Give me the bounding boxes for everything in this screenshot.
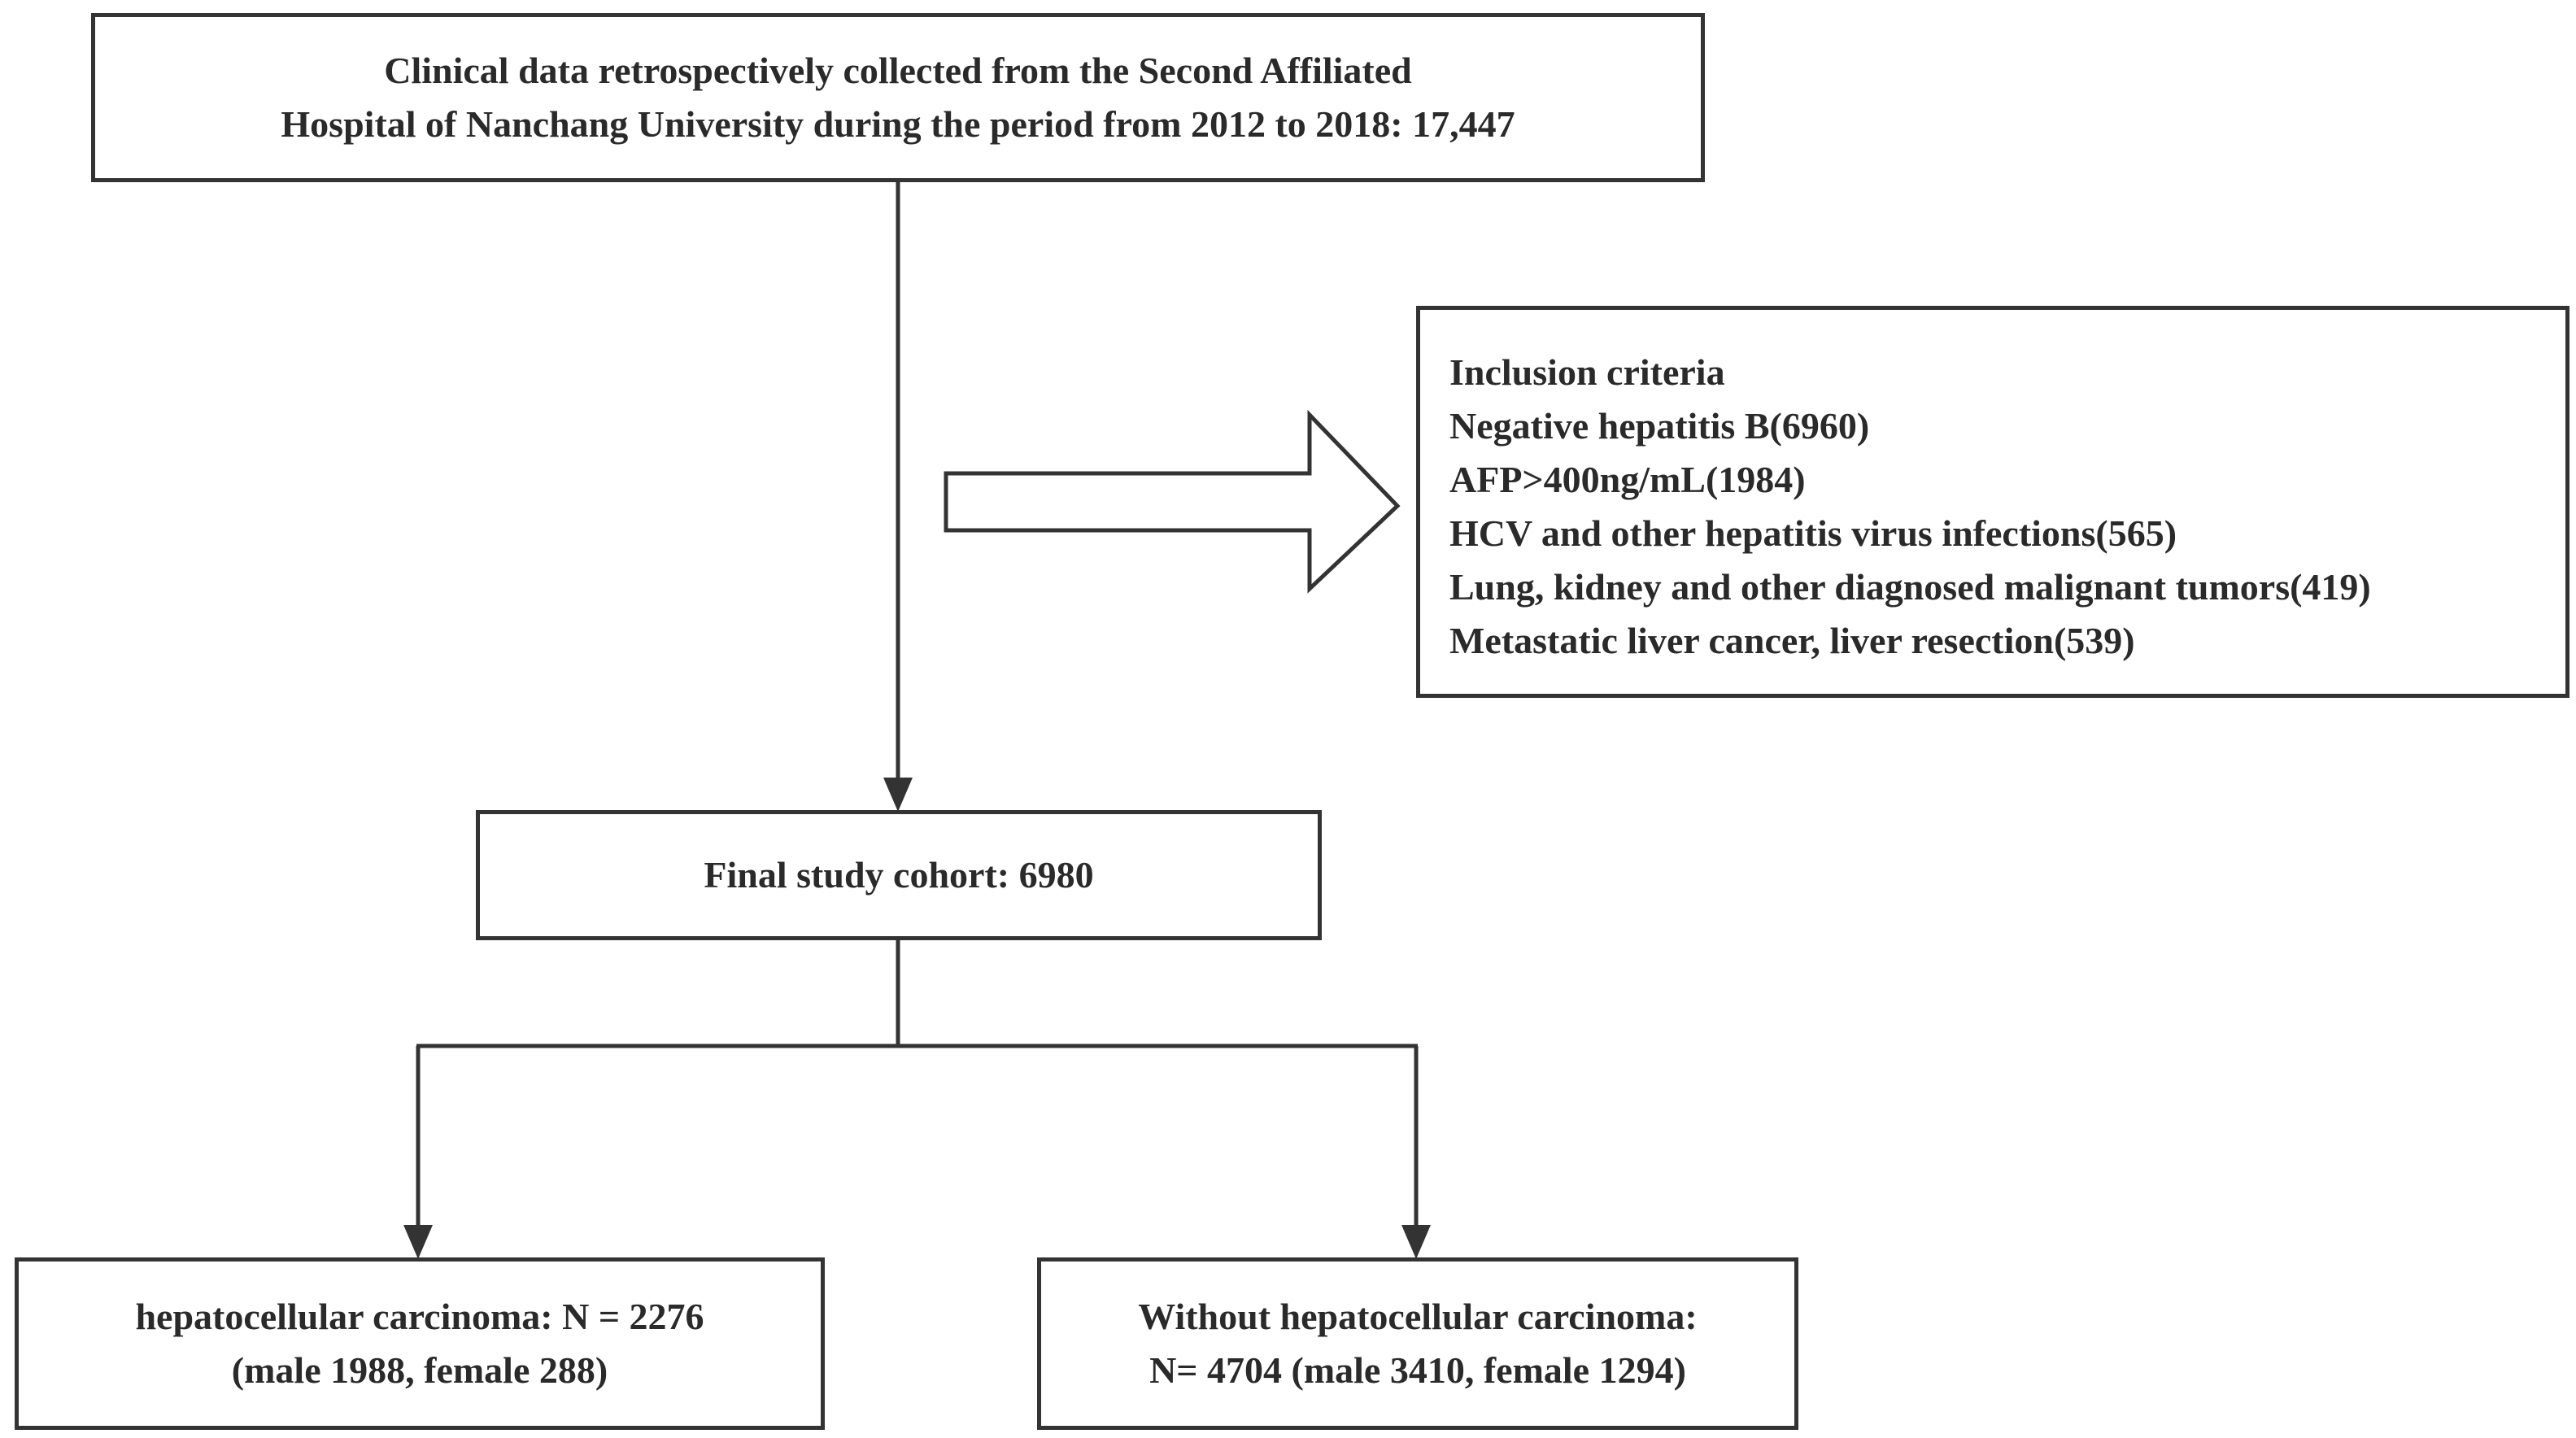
hcc-group-box: hepatocellular carcinoma: N = 2276 (male… xyxy=(15,1257,825,1430)
non-hcc-group-box: Without hepatocellular carcinoma: N= 470… xyxy=(1037,1257,1798,1430)
source-to-cohort-arrowhead xyxy=(883,778,913,812)
right-branch-arrowhead xyxy=(1401,1225,1431,1259)
criteria-item: AFP>400ng/mL(1984) xyxy=(1449,459,1806,500)
exclusion-block-arrow xyxy=(944,409,1401,594)
source-data-line-1: Clinical data retrospectively collected … xyxy=(384,50,1412,91)
left-branch-arrowhead xyxy=(403,1225,433,1259)
non-hcc-group-line-2: N= 4704 (male 3410, female 1294) xyxy=(1149,1349,1686,1391)
criteria-item: HCV and other hepatitis virus infections… xyxy=(1449,512,2177,554)
hcc-group-line-2: (male 1988, female 288) xyxy=(231,1349,608,1391)
hcc-group-line-1: hepatocellular carcinoma: N = 2276 xyxy=(135,1296,704,1337)
non-hcc-group-line-1: Without hepatocellular carcinoma: xyxy=(1138,1296,1698,1337)
criteria-item: Metastatic liver cancer, liver resection… xyxy=(1449,620,2135,661)
source-data-line-2: Hospital of Nanchang University during t… xyxy=(281,103,1515,145)
source-data-box: Clinical data retrospectively collected … xyxy=(91,13,1705,182)
criteria-item: Lung, kidney and other diagnosed maligna… xyxy=(1449,566,2371,608)
final-cohort-text: Final study cohort: 6980 xyxy=(704,854,1094,895)
final-cohort-box: Final study cohort: 6980 xyxy=(476,810,1322,940)
criteria-item: Negative hepatitis B(6960) xyxy=(1449,405,1870,447)
inclusion-criteria-box: Inclusion criteria Negative hepatitis B(… xyxy=(1416,306,2569,698)
inclusion-criteria-title: Inclusion criteria xyxy=(1449,351,1725,393)
